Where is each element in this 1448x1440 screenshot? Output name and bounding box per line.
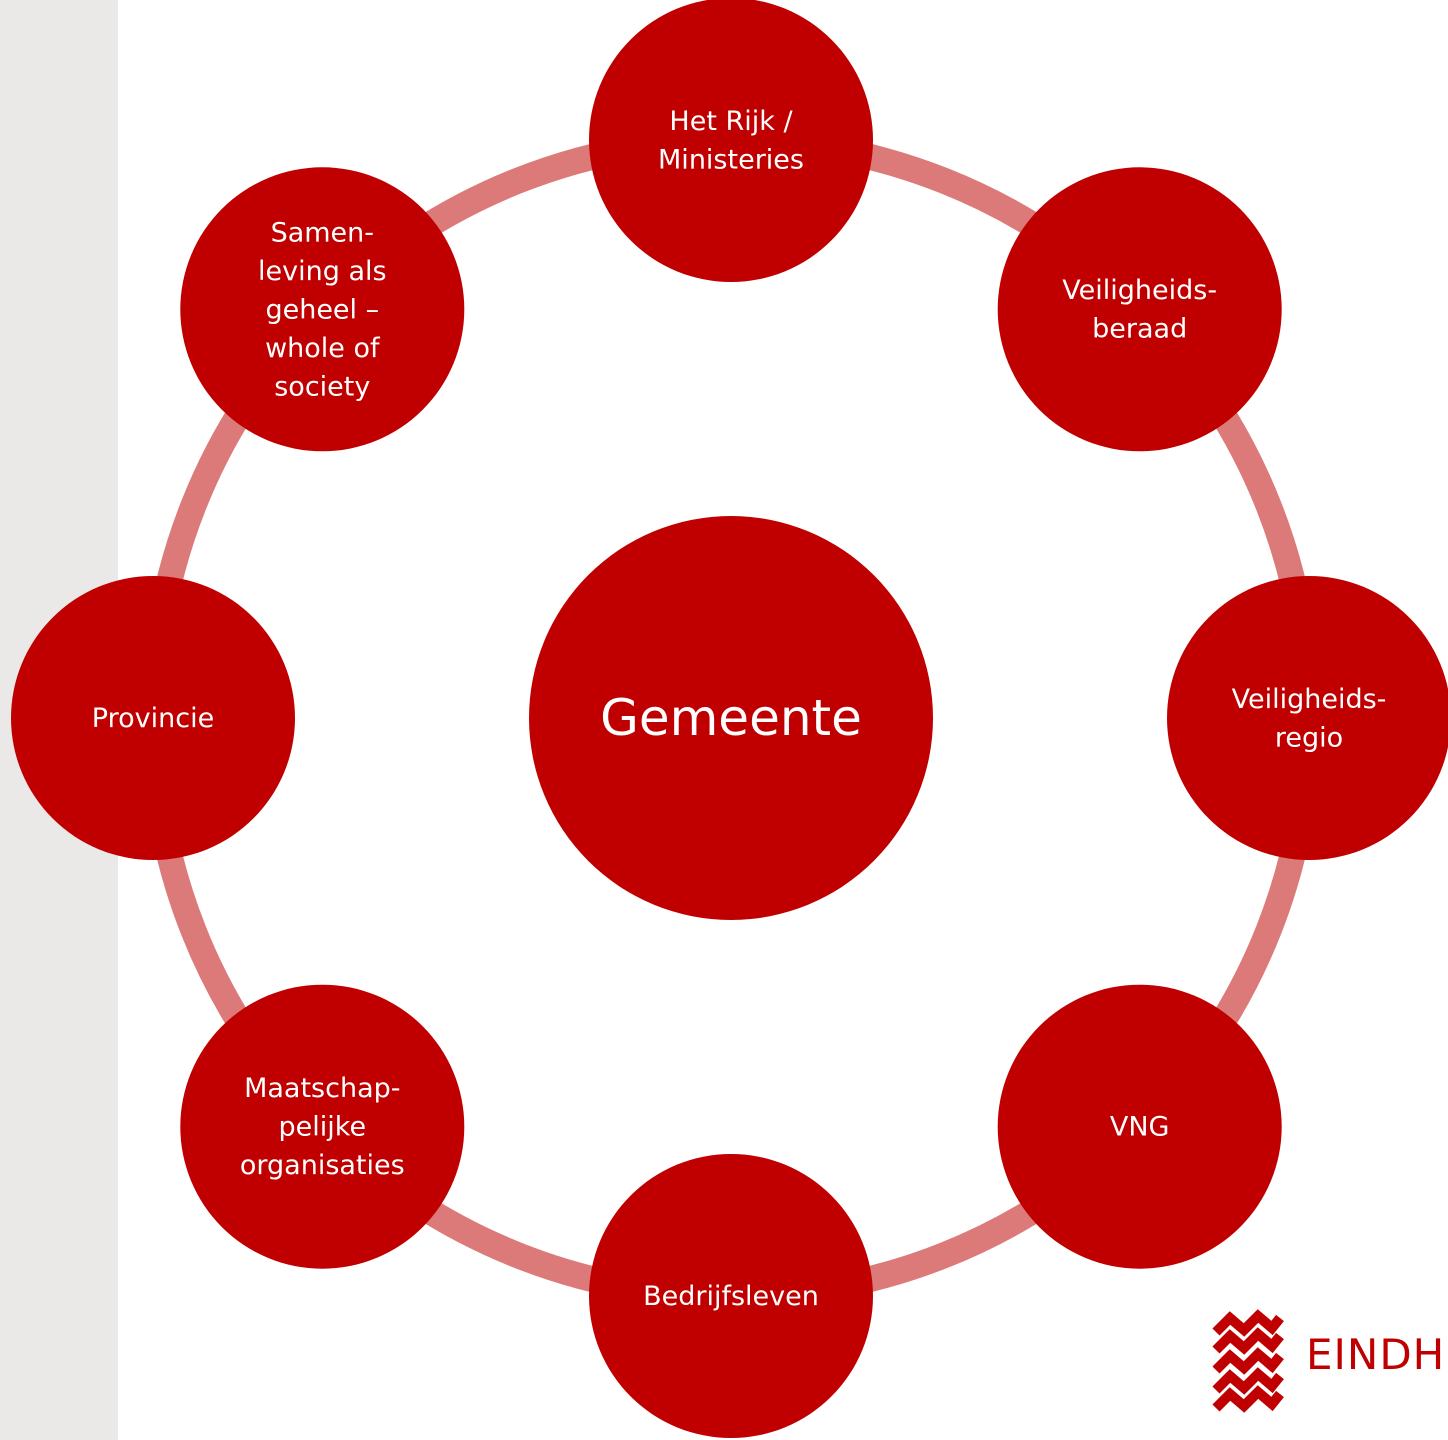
node-circle — [997, 984, 1282, 1269]
node-label: Maatschap-pelijke organisaties — [240, 1073, 405, 1181]
node-circle — [589, 0, 873, 282]
node-label-line: VNG — [1110, 1112, 1170, 1143]
node-label: Het Rijk / Ministeries — [658, 106, 804, 176]
node-maatschappelijke-organisaties: Maatschap-pelijke organisaties — [180, 984, 465, 1269]
node-label-line: Maatschap- — [244, 1073, 400, 1104]
node-label-line: regio — [1275, 722, 1343, 753]
node-label: Provincie — [92, 703, 214, 734]
node-label: Bedrijfsleven — [643, 1281, 819, 1312]
node-label-line: organisaties — [240, 1150, 405, 1181]
logo-wordmark: EINDH — [1306, 1330, 1446, 1379]
node-circle — [180, 984, 465, 1269]
node-veiligheidsberaad: Veiligheids-beraad — [997, 167, 1282, 452]
node-label-line: geheel – — [265, 294, 379, 325]
node-bedrijfsleven: Bedrijfsleven — [589, 1154, 873, 1438]
node-label-line: Ministeries — [658, 144, 804, 175]
node-label-line: whole of — [265, 333, 381, 364]
node-label: VNG — [1110, 1112, 1170, 1143]
node-circle — [1167, 576, 1448, 860]
node-veiligheidsregio: Veiligheids-regio — [1167, 576, 1448, 860]
center-node-label: Gemeente — [600, 689, 862, 747]
node-label-line: Veiligheids- — [1232, 684, 1387, 715]
node-vng: VNG — [997, 984, 1282, 1269]
node-label-line: Bedrijfsleven — [643, 1281, 819, 1312]
node-label-line: Veiligheids- — [1062, 275, 1217, 306]
node-rijk: Het Rijk / Ministeries — [589, 0, 873, 282]
node-label-line: beraad — [1092, 314, 1187, 345]
node-provincie: Provincie — [11, 576, 295, 860]
node-label-line: pelijke — [279, 1112, 367, 1143]
node-circle — [997, 167, 1282, 452]
node-circle — [180, 167, 465, 452]
outer-nodes: Het Rijk /MinisteriesVeiligheids-beraadV… — [11, 0, 1448, 1438]
node-circle — [589, 1154, 873, 1438]
node-label-line: Provincie — [92, 703, 214, 734]
node-circle — [11, 576, 295, 860]
node-samenleving: Samen-leving als geheel – whole of society — [180, 167, 465, 452]
node-label-line: leving als — [258, 256, 387, 287]
node-label-line: Samen- — [271, 217, 374, 248]
node-label: Veiligheids-beraad — [1062, 275, 1217, 345]
node-label: Veiligheids-regio — [1232, 684, 1387, 754]
node-label: Samen-leving als geheel – whole of society — [258, 217, 387, 402]
eindhoven-logo: EINDH — [1212, 1308, 1448, 1418]
center-node: Gemeente — [529, 516, 933, 920]
node-label-line: Het Rijk / — [669, 106, 793, 137]
eindhoven-wave-logo-icon — [1212, 1309, 1284, 1413]
node-label-line: society — [274, 371, 370, 402]
center-node-circle — [529, 516, 933, 920]
